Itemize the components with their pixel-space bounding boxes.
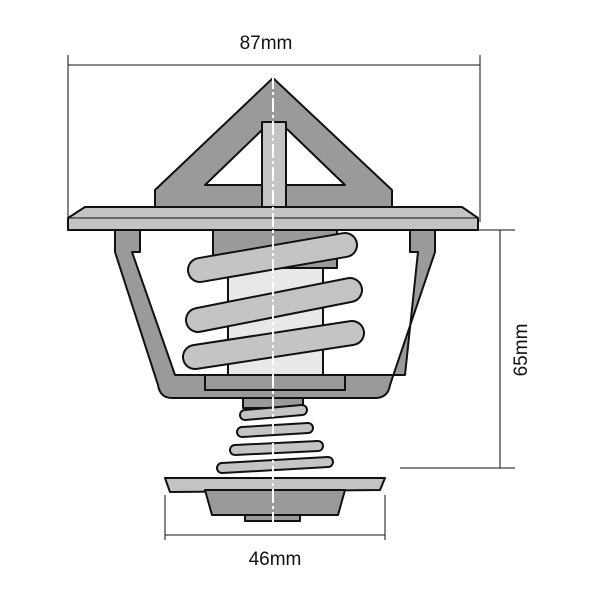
base-label: 46mm (249, 549, 302, 570)
valve-disk (204, 489, 346, 516)
bottom-plate (164, 477, 386, 493)
base-dimension (164, 495, 386, 540)
lower-spring (216, 404, 334, 474)
height-label: 65mm (511, 324, 532, 377)
width-dimension (67, 55, 481, 222)
cup-base (204, 374, 346, 391)
valve-cup (114, 229, 436, 399)
width-label: 87mm (240, 33, 293, 54)
